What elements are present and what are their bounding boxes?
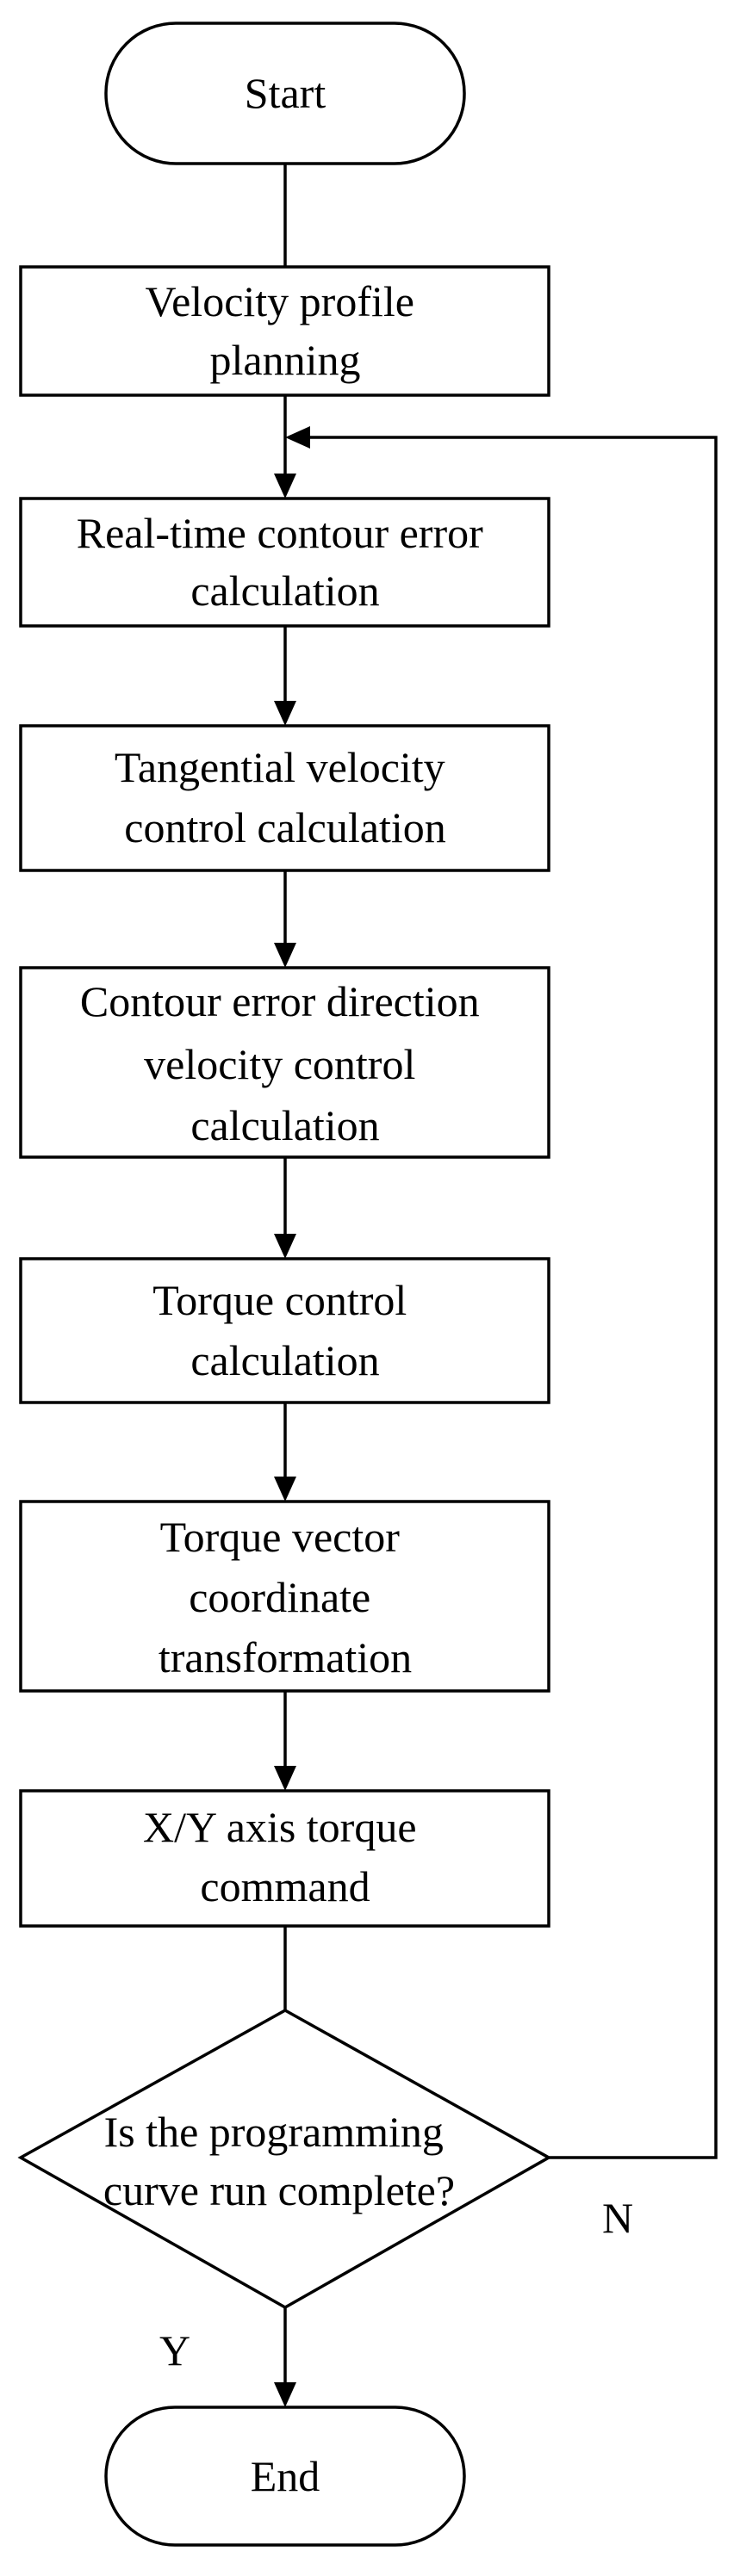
step-contour-error-direction-line-3: calculation <box>190 1101 379 1149</box>
step-torque-vector-line-1: Torque vector <box>160 1513 401 1561</box>
branch-label-yes: Y <box>159 2326 190 2375</box>
step-velocity-profile-planning-line-1: Velocity profile <box>146 277 414 325</box>
step-torque-control-calculation-line-2: calculation <box>190 1336 379 1384</box>
svg-text:Torque control calculati: Torque control calculation <box>152 1276 418 1384</box>
step-xy-axis-torque-command-line-2: command <box>200 1862 370 1910</box>
connector-decision-no-feedback-loop <box>308 436 718 2159</box>
end-label: End <box>251 2452 320 2500</box>
arrowhead-torque-vector <box>274 1477 296 1502</box>
step-torque-control-calculation-line-1: Torque control <box>152 1276 407 1324</box>
end-terminal: End <box>104 2406 466 2547</box>
step-xy-axis-torque-command: X/Y axis torque command <box>19 1789 550 1928</box>
step-tangential-velocity-control-calculation-line-1: Tangential velocity <box>115 743 445 791</box>
step-xy-axis-torque-command-line-1: X/Y axis torque <box>143 1803 417 1851</box>
decision-line-2: curve run complete? <box>103 2166 455 2214</box>
step-torque-vector-line-3: transformation <box>159 1633 412 1681</box>
step-torque-vector-coordinate-transformation: Torque vector coordinate transformation <box>19 1500 550 1693</box>
arrowhead-feedback-loop <box>285 426 310 449</box>
arrowhead-contour-error <box>274 474 296 498</box>
svg-text:Tangential velocity cont: Tangential velocity control calculation <box>115 743 456 851</box>
step-contour-error-direction-line-2: velocity control <box>144 1040 415 1088</box>
step-velocity-profile-planning: Velocity profile planning <box>19 265 550 397</box>
arrowhead-end <box>274 2382 296 2407</box>
decision-line-1: Is the programming <box>104 2108 444 2156</box>
step-contour-error-direction-velocity-control-calculation: Contour error direction velocity control… <box>19 966 550 1159</box>
arrowhead-tangential <box>274 701 296 726</box>
svg-text:Real-time contour error: Real-time contour error calculation <box>77 509 494 615</box>
svg-text:Contour error direction: Contour error direction velocity control… <box>80 977 490 1149</box>
branch-label-no: N <box>602 2194 633 2242</box>
start-label: Start <box>245 69 326 117</box>
arrowhead-command <box>274 1766 296 1791</box>
step-real-time-contour-error-calculation: Real-time contour error calculation <box>19 497 550 628</box>
step-real-time-contour-error-calculation-line-1: Real-time contour error <box>77 509 483 557</box>
svg-text:Is the programming curve: Is the programming curve run complete? <box>103 2108 455 2214</box>
step-velocity-profile-planning-line-2: planning <box>210 336 361 384</box>
step-real-time-contour-error-calculation-line-2: calculation <box>190 567 379 615</box>
svg-text:Velocity profile plannin: Velocity profile planning <box>146 277 426 384</box>
step-tangential-velocity-control-calculation: Tangential velocity control calculation <box>19 724 550 872</box>
step-tangential-velocity-control-calculation-line-2: control calculation <box>124 803 445 851</box>
step-contour-error-direction-line-1: Contour error direction <box>80 977 480 1025</box>
arrowhead-torque-control <box>274 1234 296 1259</box>
decision-program-complete: Is the programming curve run complete? <box>17 2008 552 2310</box>
svg-text:Torque vector coordinate: Torque vector coordinate transformation <box>159 1513 412 1681</box>
start-terminal: Start <box>104 22 466 165</box>
arrowhead-direction <box>274 943 296 968</box>
step-torque-vector-line-2: coordinate <box>189 1573 370 1621</box>
step-torque-control-calculation: Torque control calculation <box>19 1257 550 1404</box>
svg-text:X/Y axis torque command: X/Y axis torque command <box>143 1803 427 1910</box>
